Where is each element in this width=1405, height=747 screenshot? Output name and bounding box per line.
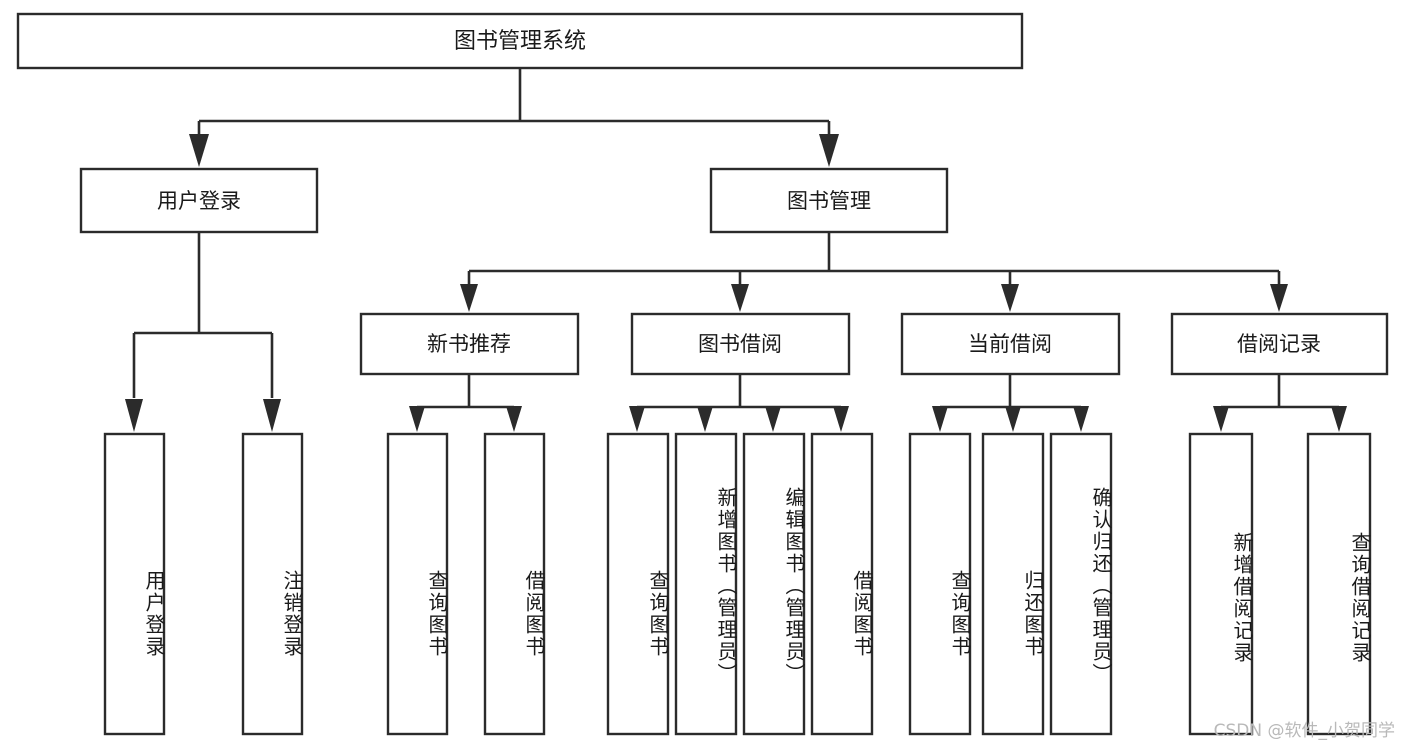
csdn-watermark: CSDN @软件_小贺同学 <box>1213 721 1395 741</box>
arrowhead-leaf-logout <box>263 399 281 432</box>
node-borrow-record[interactable]: 借阅记录 <box>1170 312 1389 376</box>
arrowhead-leaf-add-record <box>1213 406 1229 432</box>
arrowhead-leaf-add-book <box>697 406 713 432</box>
leaf-box-query-book-1[interactable] <box>386 432 449 736</box>
leaf-box-user-login[interactable] <box>103 432 166 736</box>
node-new-book-recommend-label: 新书推荐 <box>427 332 511 356</box>
arrowhead-leaf-user-login <box>125 399 143 432</box>
arrowhead-leaf-query-record <box>1331 406 1347 432</box>
leaf-box-edit-book[interactable] <box>742 432 806 736</box>
node-borrow-record-label: 借阅记录 <box>1237 332 1321 356</box>
node-book-borrow-box[interactable] <box>630 312 851 376</box>
node-current-borrow-box[interactable] <box>900 312 1121 376</box>
leaf-box-add-record[interactable] <box>1188 432 1254 736</box>
arrowhead-leaf-confirm-return <box>1073 406 1089 432</box>
arrowhead-current-borrow <box>1001 284 1019 312</box>
leaf-box-add-book[interactable] <box>674 432 738 736</box>
arrowhead-borrow-record <box>1270 284 1288 312</box>
node-root[interactable]: 图书管理系统 <box>16 12 1024 70</box>
node-user-login[interactable]: 用户登录 <box>79 167 319 234</box>
node-user-login-box[interactable] <box>79 167 319 234</box>
node-book-management[interactable]: 图书管理 <box>709 167 949 234</box>
node-root-box[interactable] <box>16 12 1024 70</box>
node-new-book-recommend-box[interactable] <box>359 312 580 376</box>
leaf-box-borrow-book-2[interactable] <box>810 432 874 736</box>
connector-layer <box>125 68 1347 432</box>
arrowhead-book-borrow <box>731 284 749 312</box>
arrowhead-book-mgmt <box>819 134 839 167</box>
node-book-management-label: 图书管理 <box>787 189 871 213</box>
arrowhead-leaf-query-book-1 <box>409 406 425 432</box>
arrowhead-leaf-borrow-book-1 <box>506 406 522 432</box>
node-borrow-record-box[interactable] <box>1170 312 1389 376</box>
arrowhead-user-login <box>189 134 209 167</box>
node-root-label: 图书管理系统 <box>454 29 586 54</box>
node-book-management-box[interactable] <box>709 167 949 234</box>
node-book-borrow[interactable]: 图书借阅 <box>630 312 851 376</box>
node-book-borrow-label: 图书借阅 <box>698 332 782 356</box>
arrowhead-leaf-edit-book <box>765 406 781 432</box>
node-user-login-label: 用户登录 <box>157 189 241 213</box>
arrowhead-leaf-query-book-2 <box>629 406 645 432</box>
leaf-box-borrow-book-1[interactable] <box>483 432 546 736</box>
arrowhead-new-book-recommend <box>460 284 478 312</box>
leaf-box-query-book-3[interactable] <box>908 432 972 736</box>
arrowhead-leaf-borrow-book-2 <box>833 406 849 432</box>
node-current-borrow[interactable]: 当前借阅 <box>900 312 1121 376</box>
node-current-borrow-label: 当前借阅 <box>968 332 1052 356</box>
leaf-box-query-record[interactable] <box>1306 432 1372 736</box>
leaf-box-return-book[interactable] <box>981 432 1045 736</box>
leaf-box-layer <box>103 432 1372 736</box>
arrowhead-leaf-return-book <box>1005 406 1021 432</box>
node-new-book-recommend[interactable]: 新书推荐 <box>359 312 580 376</box>
arrowhead-leaf-query-book-3 <box>932 406 948 432</box>
leaf-box-logout[interactable] <box>241 432 304 736</box>
leaf-box-confirm-return[interactable] <box>1049 432 1113 736</box>
leaf-box-query-book-2[interactable] <box>606 432 670 736</box>
